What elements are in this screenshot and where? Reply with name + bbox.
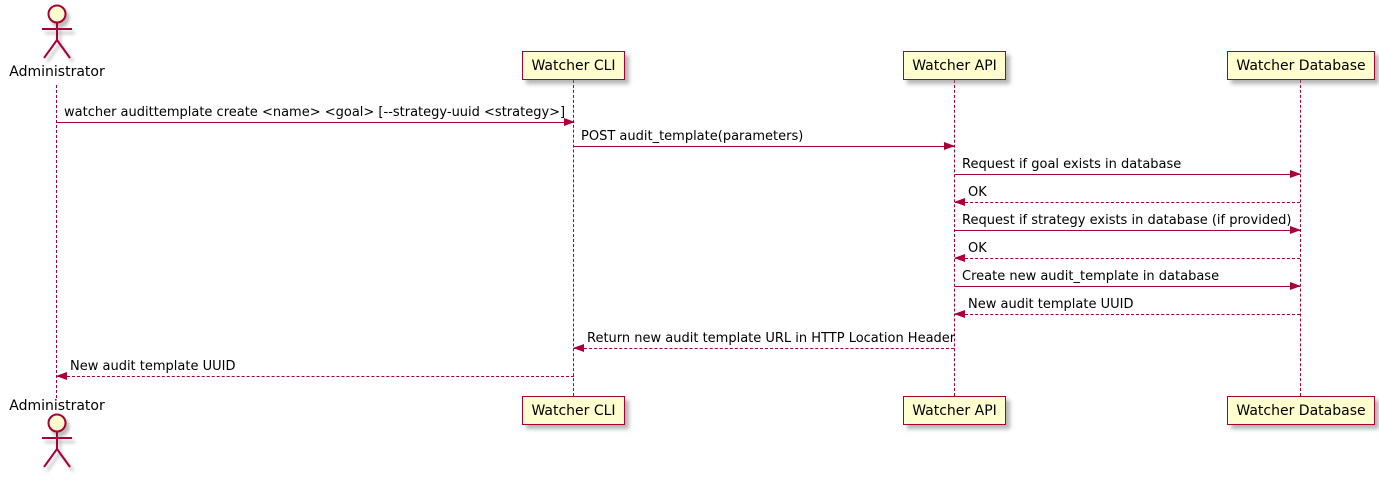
- arrowhead-icon: [564, 118, 575, 126]
- participant-label: Watcher API: [912, 57, 997, 74]
- participant-label: Watcher CLI: [531, 402, 616, 419]
- message-arrow: [955, 170, 1301, 178]
- participant-watcher-database-top: Watcher Database: [1227, 51, 1375, 80]
- message-label: OK: [968, 185, 987, 200]
- message-return-url: Return new audit template URL in HTTP Lo…: [573, 329, 956, 352]
- message-label: Return new audit template URL in HTTP Lo…: [587, 331, 956, 346]
- message-strategy-ok: OK: [954, 239, 1300, 262]
- message-arrow: [57, 118, 575, 126]
- participant-watcher-cli-bottom: Watcher CLI: [522, 396, 625, 425]
- lifeline-watcher-api: [954, 80, 955, 396]
- actor-label-bottom: Administrator: [9, 398, 105, 414]
- message-arrow: [955, 282, 1301, 290]
- message-arrow: [56, 372, 574, 380]
- arrowhead-icon: [56, 372, 67, 380]
- message-request-goal: Request if goal exists in database: [955, 155, 1301, 178]
- message-label: Create new audit_template in database: [962, 269, 1220, 284]
- message-label: Request if goal exists in database: [962, 157, 1182, 172]
- arrowhead-icon: [954, 254, 965, 262]
- lifeline-administrator: [56, 85, 57, 398]
- participant-label: Watcher CLI: [531, 57, 616, 74]
- arrowhead-icon: [944, 142, 955, 150]
- participant-label: Watcher Database: [1236, 57, 1366, 74]
- message-label: Request if strategy exists in database (…: [962, 213, 1292, 228]
- participant-watcher-cli-top: Watcher CLI: [522, 51, 625, 80]
- arrowhead-icon: [954, 198, 965, 206]
- participant-watcher-api-bottom: Watcher API: [903, 396, 1006, 425]
- participant-label: Watcher API: [912, 402, 997, 419]
- actor-icon: [33, 3, 81, 65]
- arrowhead-icon: [573, 344, 584, 352]
- message-create-in-database: Create new audit_template in database: [955, 267, 1301, 290]
- message-request-strategy: Request if strategy exists in database (…: [955, 211, 1301, 234]
- message-arrow: [955, 226, 1301, 234]
- arrowhead-icon: [1290, 226, 1301, 234]
- participant-watcher-database-bottom: Watcher Database: [1227, 396, 1375, 425]
- message-label: watcher audittemplate create <name> <goa…: [64, 105, 566, 120]
- arrowhead-icon: [1290, 282, 1301, 290]
- message-arrow: [573, 344, 954, 352]
- message-arrow: [954, 198, 1300, 206]
- message-label: New audit template UUID: [70, 359, 236, 374]
- lifeline-watcher-cli: [573, 80, 574, 396]
- arrowhead-icon: [1290, 170, 1301, 178]
- message-new-uuid-from-db: New audit template UUID: [954, 295, 1300, 318]
- message-label: New audit template UUID: [968, 297, 1134, 312]
- message-label: OK: [968, 241, 987, 256]
- message-arrow: [954, 254, 1300, 262]
- message-arrow: [574, 142, 955, 150]
- message-new-uuid-to-admin: New audit template UUID: [56, 357, 574, 380]
- actor-icon: [33, 412, 81, 474]
- participant-label: Watcher Database: [1236, 402, 1366, 419]
- lifeline-watcher-database: [1300, 80, 1301, 396]
- message-arrow: [954, 310, 1300, 318]
- arrowhead-icon: [954, 310, 965, 318]
- message-post-audit-template: POST audit_template(parameters): [574, 127, 955, 150]
- participant-watcher-api-top: Watcher API: [903, 51, 1006, 80]
- message-label: POST audit_template(parameters): [581, 129, 804, 144]
- message-goal-ok: OK: [954, 183, 1300, 206]
- message-create-audittemplate: watcher audittemplate create <name> <goa…: [57, 103, 575, 126]
- actor-label-top: Administrator: [9, 64, 105, 80]
